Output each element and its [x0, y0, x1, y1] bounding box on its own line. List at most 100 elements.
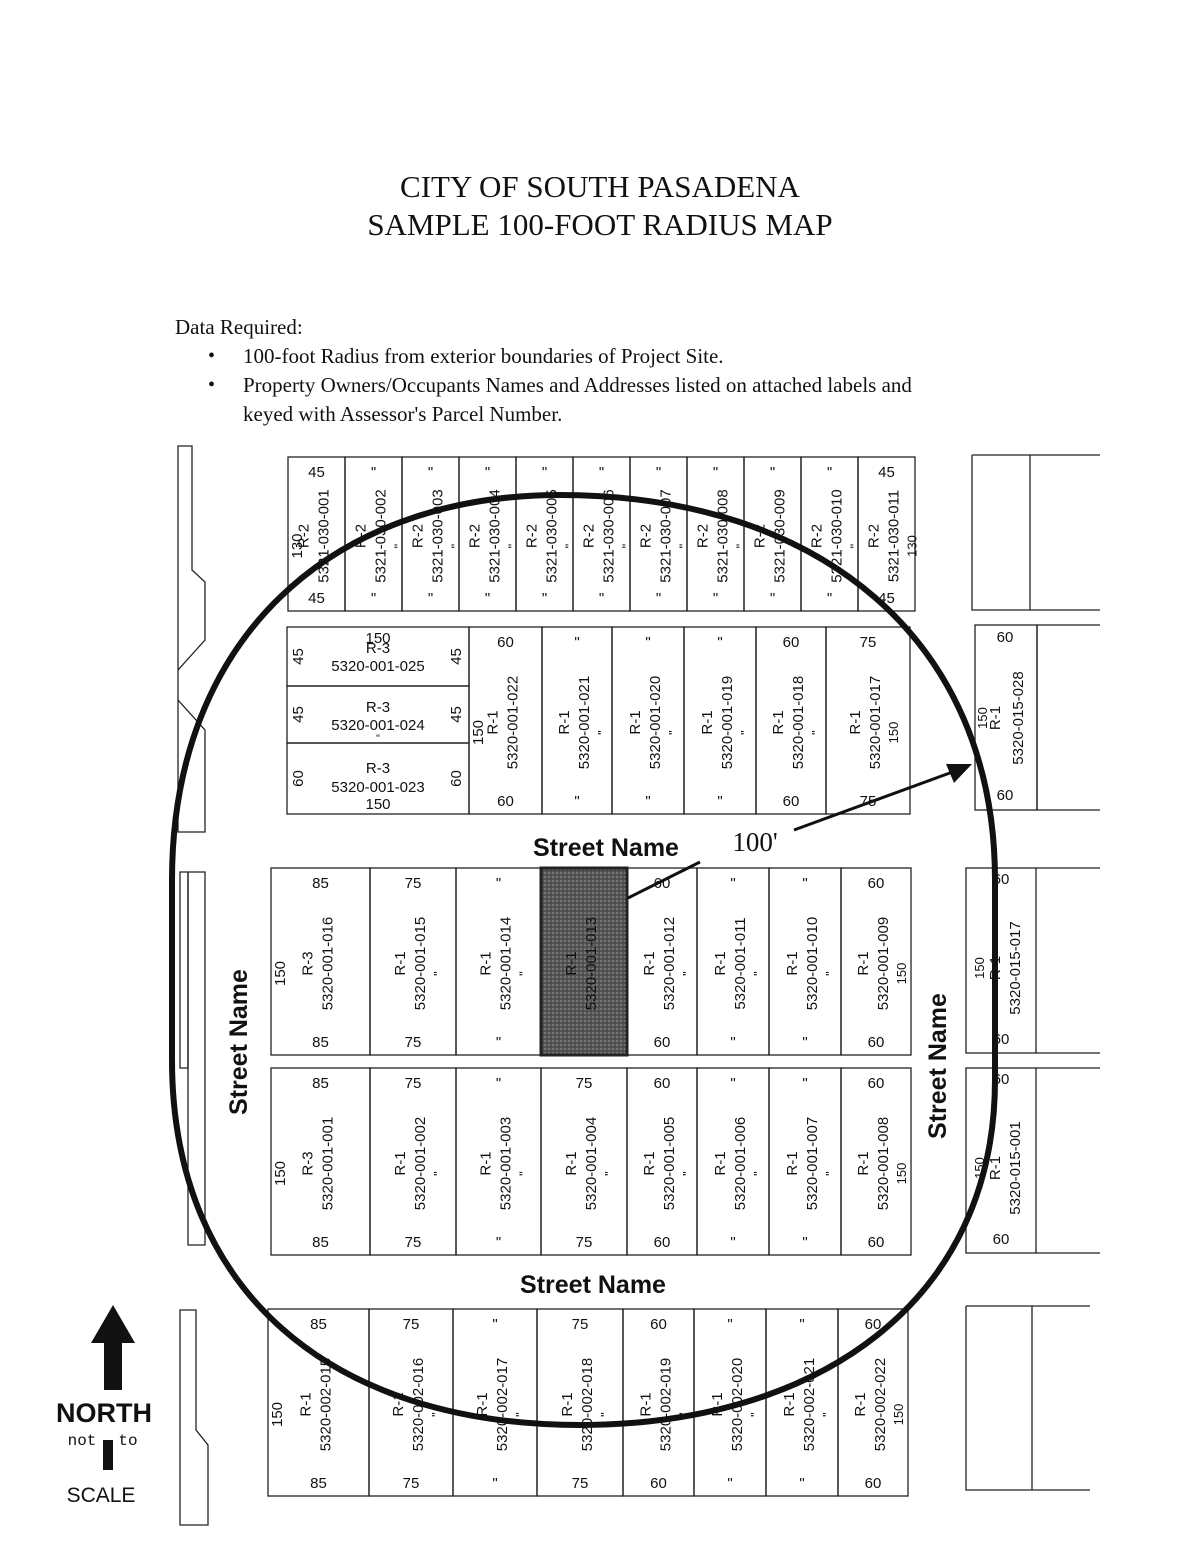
- requirement-text: Property Owners/Occupants Names and Addr…: [243, 373, 912, 397]
- parcel-frontage-top: ": [485, 464, 490, 481]
- parcel-frontage-bottom: 85: [312, 1234, 329, 1251]
- parcel-apn: 5321-030-004: [487, 489, 504, 582]
- parcel-depth-left: 60: [290, 770, 307, 787]
- parcel-zone: R-1: [847, 710, 864, 734]
- parcel-depth: ": [449, 543, 464, 548]
- parcel-depth: ": [738, 730, 753, 735]
- north-arrow-icon: [91, 1305, 135, 1390]
- parcel-apn: 5320-015-001: [1007, 1121, 1024, 1214]
- parcel-apn: 5320-001-017: [867, 676, 884, 769]
- parcel-depth: ": [823, 971, 838, 976]
- parcel-depth: ": [392, 543, 407, 548]
- parcel-frontage-top: ": [717, 634, 722, 651]
- parcel-frontage-top: 45: [878, 464, 895, 481]
- parcel-depth: ": [517, 1171, 532, 1176]
- parcel-frontage-bottom: 60: [497, 793, 514, 810]
- parcel-zone: R-1: [392, 1151, 409, 1175]
- parcel-apn: 5320-015-017: [1007, 921, 1024, 1014]
- parcel-depth: ": [517, 971, 532, 976]
- parcel-frontage-top: 60: [868, 1075, 885, 1092]
- page-title: CITY OF SOUTH PASADENA SAMPLE 100-FOOT R…: [0, 168, 1200, 244]
- street-label-north: Street Name: [533, 834, 679, 862]
- parcel: [840, 1067, 912, 1256]
- parcel-zone: R-1: [563, 951, 580, 975]
- parcel-frontage-bottom: ": [496, 1034, 501, 1051]
- parcel-depth-left: 45: [290, 648, 307, 665]
- parcel-frontage-bottom: ": [428, 590, 433, 607]
- parcel: [825, 626, 911, 815]
- parcel-frontage-bottom: ": [656, 590, 661, 607]
- parcel-frontage-bottom: 85: [310, 1475, 327, 1492]
- radius-outline: [169, 491, 998, 1429]
- requirement-text: keyed with Assessor's Parcel Number.: [243, 402, 563, 426]
- parcel-apn: 5320-001-019: [719, 676, 736, 769]
- parcel-apn: 5321-030-003: [430, 489, 447, 582]
- parcel-apn: 5321-030-008: [715, 489, 732, 582]
- parcel-apn: 5320-002-018: [579, 1358, 596, 1451]
- parcel-depth: 150: [894, 963, 909, 985]
- parcel-frontage-top: ": [802, 1075, 807, 1092]
- parcel-apn: 5321-030-011: [886, 490, 903, 582]
- parcel-apn: 5320-001-012: [661, 917, 678, 1010]
- parcel-zone: R-1: [784, 951, 801, 975]
- parcel-frontage-bottom: ": [717, 793, 722, 810]
- parcel-zone: R-1: [556, 710, 573, 734]
- parcel-apn: 5320-002-019: [658, 1358, 675, 1451]
- parcel-frontage-top: ": [599, 464, 604, 481]
- parcel-frontage-top: ": [492, 1316, 497, 1333]
- parcel-frontage-bottom: ": [802, 1034, 807, 1051]
- parcel-frontage-bottom: ": [727, 1475, 732, 1492]
- parcel-frontage-top: 75: [576, 1075, 593, 1092]
- parcel-frontage-bottom: 75: [403, 1475, 420, 1492]
- parcel-frontage-bottom: ": [496, 1234, 501, 1251]
- parcel-frontage-bottom: ": [599, 590, 604, 607]
- parcel-depth: ": [734, 543, 749, 548]
- parcel-frontage-top: ": [428, 464, 433, 481]
- parcel-frontage-top: 75: [860, 634, 877, 651]
- parcel-zone: R-2: [524, 524, 541, 548]
- radius-dimension-arrow: 100': [627, 764, 972, 900]
- parcel-zone: R-1: [474, 1392, 491, 1416]
- parcel-frontage-bottom: ": [713, 590, 718, 607]
- parcel-zone: R-2: [410, 524, 427, 548]
- parcel-zone: R-3: [300, 1151, 317, 1175]
- parcel-frontage-top: ": [730, 875, 735, 892]
- parcel-depth: ": [598, 1412, 613, 1417]
- parcel-frontage-bottom: 60: [997, 787, 1014, 804]
- parcel-apn: 5320-002-015: [318, 1358, 335, 1451]
- parcel-apn: 5320-001-020: [647, 676, 664, 769]
- parcel-frontage-top: ": [371, 464, 376, 481]
- parcel-frontage-top: ": [574, 634, 579, 651]
- parcel-zone: R-1: [559, 1392, 576, 1416]
- parcel-depth: 130: [289, 533, 306, 558]
- parcel-frontage-top: ": [770, 464, 775, 481]
- parcel-zone: R-1: [781, 1392, 798, 1416]
- parcel-frontage-top: 75: [405, 1075, 422, 1092]
- parcel-frontage-bottom: ": [802, 1234, 807, 1251]
- parcel-depth: 150: [972, 957, 987, 979]
- parcel-apn: 5320-001-007: [804, 1117, 821, 1210]
- parcel-frontage-top: 75: [405, 875, 422, 892]
- parcel-zone: R-2: [581, 524, 598, 548]
- parcel-frontage-bottom: 60: [783, 793, 800, 810]
- parcel: [840, 867, 912, 1056]
- parcel-zone: R-1: [641, 951, 658, 975]
- parcel-frontage-top: 150: [365, 630, 390, 647]
- parcel-apn: 5320-001-011: [732, 917, 749, 1009]
- parcel-frontage-bottom: ": [770, 590, 775, 607]
- parcel-depth: ": [429, 1412, 444, 1417]
- parcel-zone: R-1: [563, 1151, 580, 1175]
- parcel-zone: R-1: [987, 706, 1004, 730]
- parcel-depth: 150: [894, 1163, 909, 1185]
- parcel-apn: 5320-001-014: [498, 917, 515, 1010]
- parcel-frontage-top: 85: [312, 1075, 329, 1092]
- parcel-frontage-bottom: 60: [868, 1034, 885, 1051]
- parcel-apn: 5320-001-021: [576, 676, 593, 769]
- parcel-frontage-top: 60: [865, 1316, 882, 1333]
- parcel-depth: 150: [272, 961, 289, 986]
- parcel-frontage-bottom: 45: [308, 590, 325, 607]
- parcel-zone: R-1: [770, 710, 787, 734]
- parcel-frontage-bottom: ": [799, 1475, 804, 1492]
- parcel-depth: 150: [975, 707, 990, 729]
- parcel-apn: 5320-001-009: [875, 917, 892, 1010]
